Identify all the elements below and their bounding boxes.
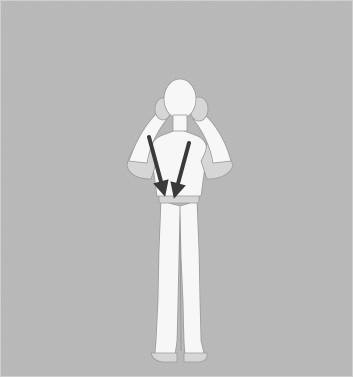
head [164,79,196,119]
right-shoe [184,353,207,362]
neck [173,115,187,131]
